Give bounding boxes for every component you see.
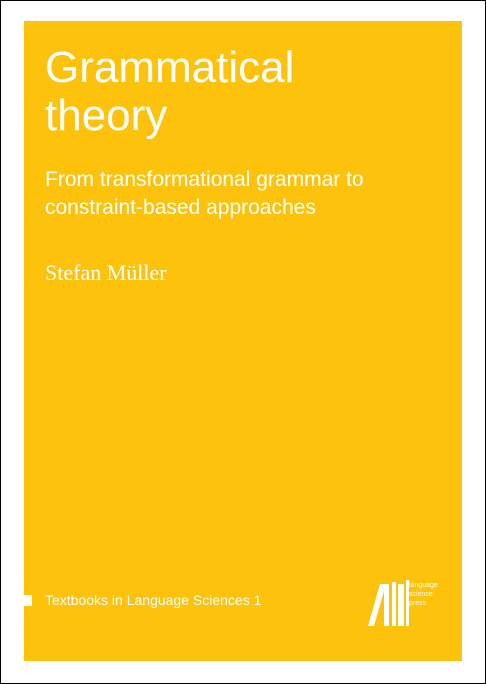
book-title-line-2: theory [45,91,168,140]
book-cover: Grammatical theory From transformational… [21,21,462,661]
publisher-name-line-2: science [409,591,433,598]
book-title-line-1: Grammatical [45,43,295,92]
series-label: Textbooks in Language Sciences 1 [45,592,262,608]
series-marker-square [21,595,32,606]
publisher-name-line-1: language [409,582,438,589]
book-title: Grammatical theory [45,44,294,140]
book-spines-icon [368,580,409,626]
book-subtitle: From transformational grammar to constra… [45,166,364,222]
book-author: Stefan Müller [45,260,167,285]
publisher-name-line-3: press [409,600,427,607]
book-subtitle-line-2: constraint-based approaches [45,196,316,219]
book-subtitle-line-1: From transformational grammar to [45,168,364,191]
publisher-name: language science press [409,581,438,608]
